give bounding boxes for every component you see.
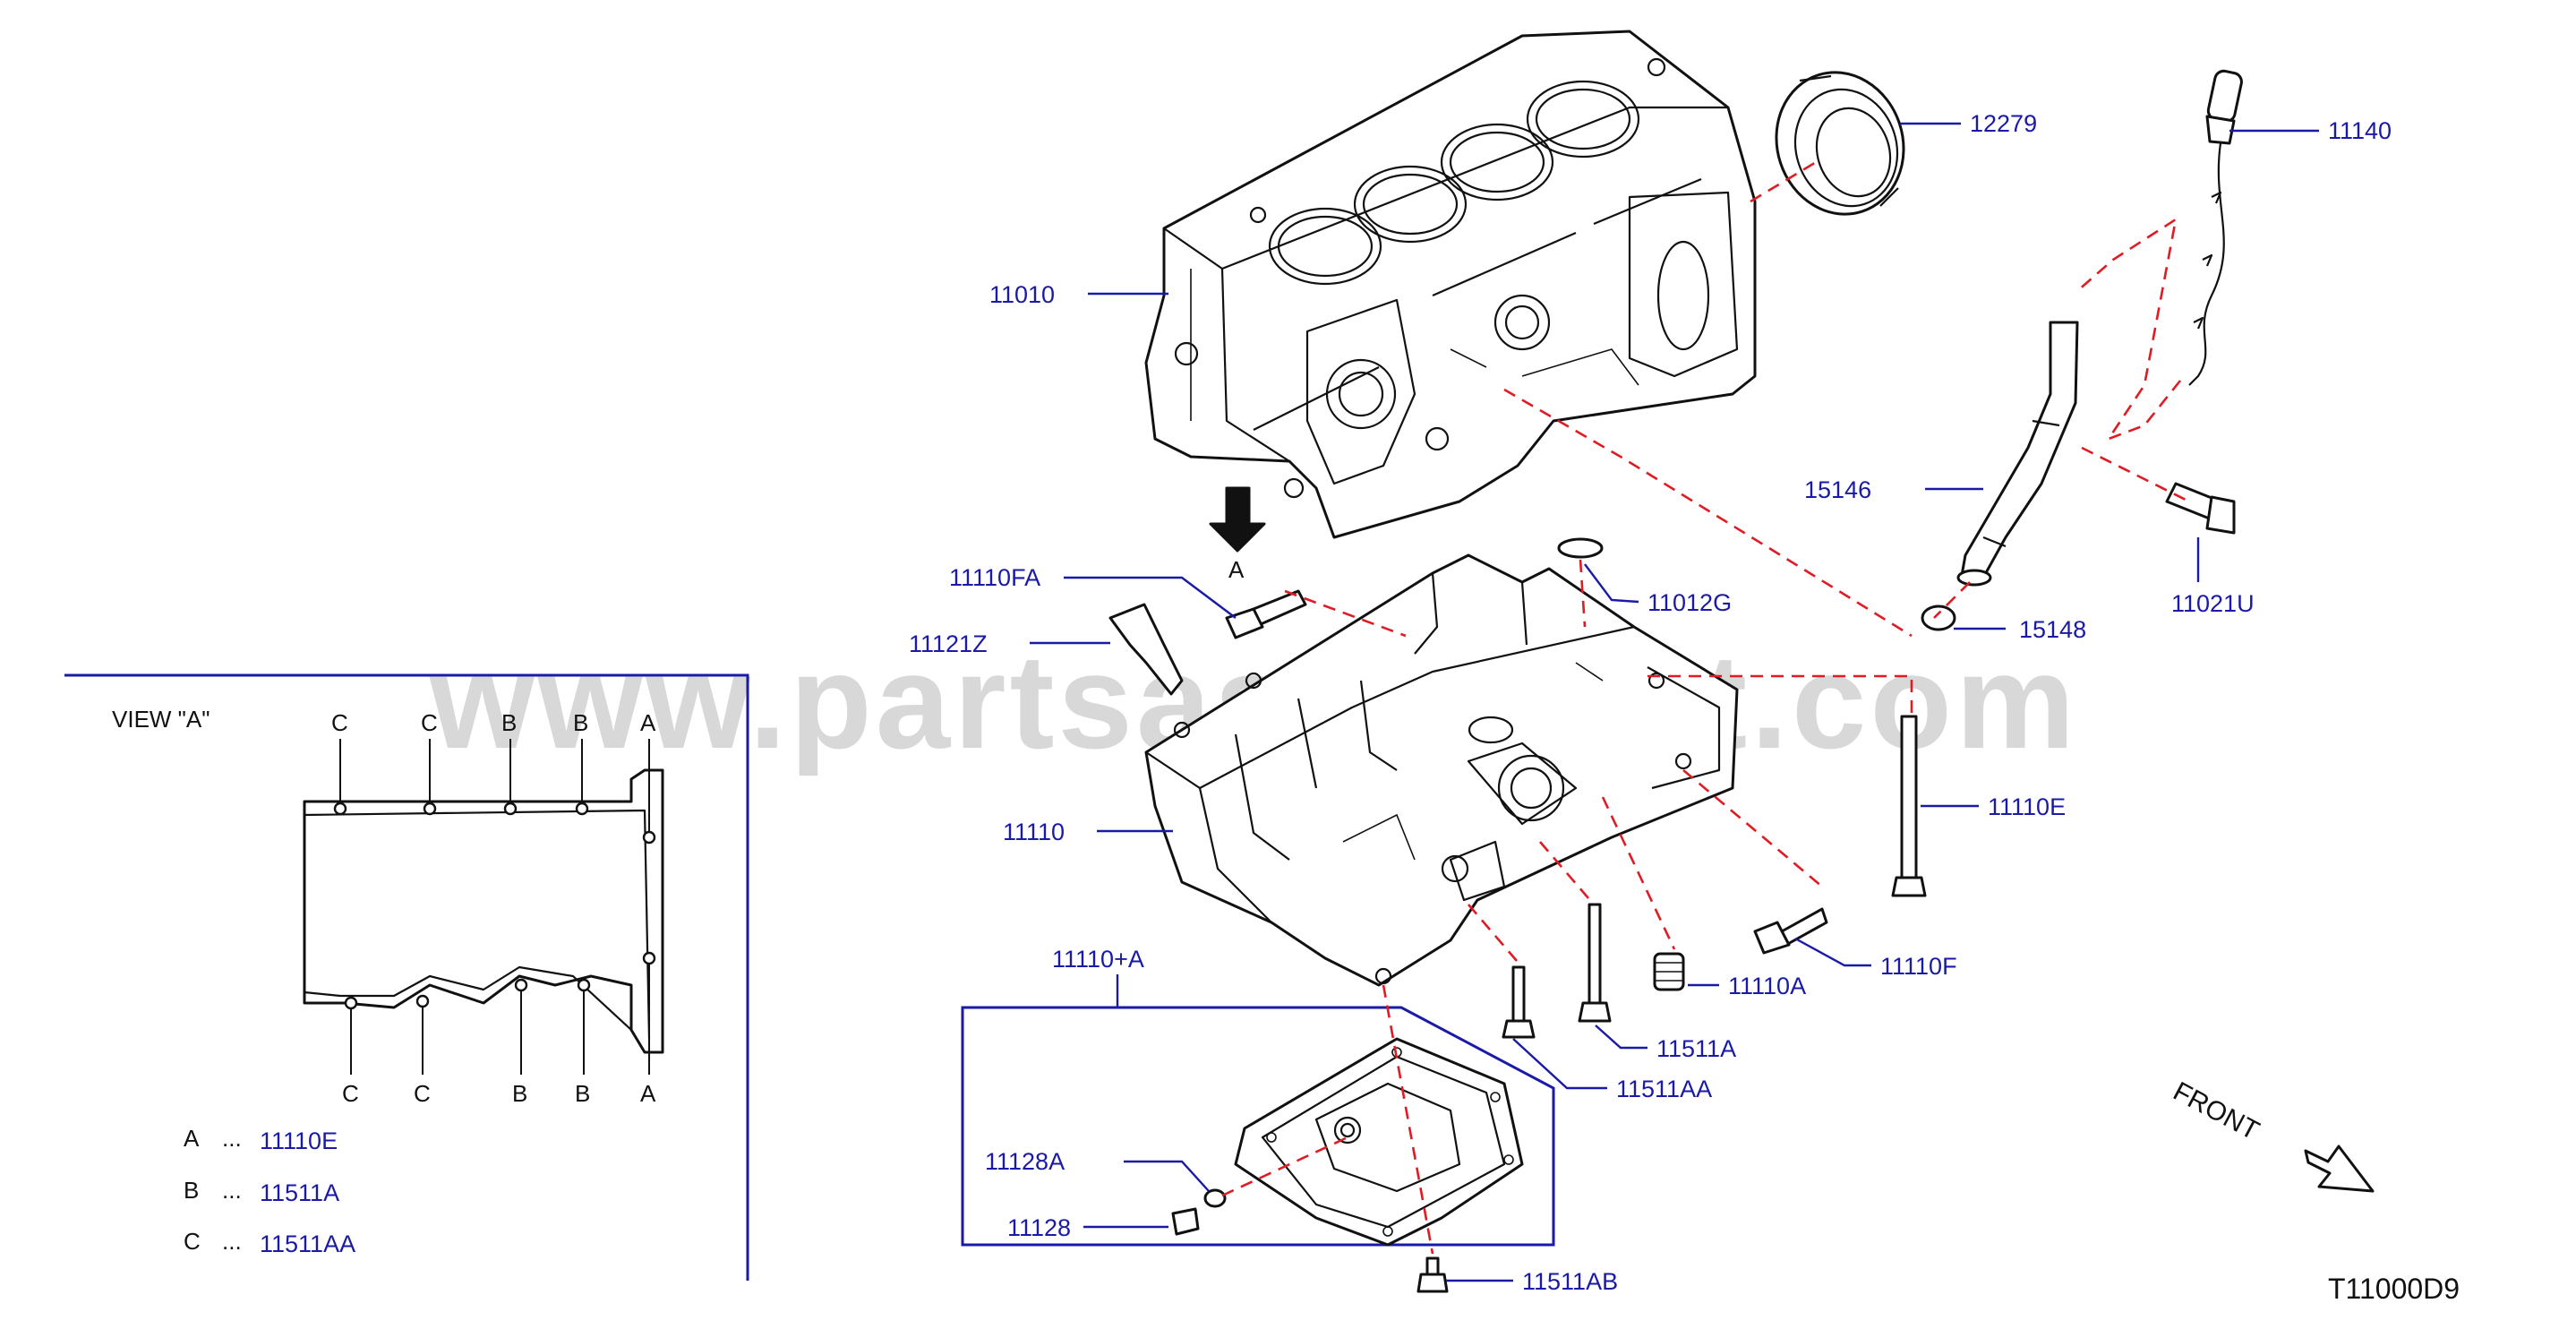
legend-key-b: B: [184, 1177, 199, 1204]
marker-top-2: C: [421, 709, 438, 736]
marker-bottom-1: C: [342, 1080, 359, 1107]
legend-key-c: C: [184, 1228, 201, 1255]
view-arrow-label: A: [1228, 556, 1245, 583]
lower-oil-pan-drawing: [1234, 1037, 1524, 1247]
legend-dots-c: ...: [222, 1228, 242, 1255]
label-11128[interactable]: 11128: [1007, 1214, 1071, 1241]
marker-bottom-4: B: [575, 1080, 590, 1107]
marker-bottom-3: B: [512, 1080, 527, 1107]
legend-code-c[interactable]: 11511AA: [260, 1230, 355, 1257]
label-11110a[interactable]: 11110A: [1728, 973, 1806, 999]
washer-11128a-drawing: [1203, 1188, 1227, 1208]
label-11010[interactable]: 11010: [989, 281, 1055, 308]
cylinder-block-drawing: [1144, 30, 1757, 539]
bolt-11110fa-drawing: [1225, 589, 1307, 639]
view-a-panel: VIEW "A" C C B B A C C B B: [64, 673, 749, 1281]
label-12279[interactable]: 12279: [1970, 110, 2037, 137]
dipstick-drawing: [2188, 69, 2243, 386]
legend: A ... 11110E B ... 11511A C ... 11511AA: [184, 1125, 355, 1257]
legend-code-b[interactable]: 11511A: [260, 1179, 339, 1206]
marker-top-1: C: [331, 709, 348, 736]
label-11110-a-assembly[interactable]: 11110+A: [1052, 946, 1144, 973]
label-11110fa[interactable]: 11110FA: [949, 564, 1040, 591]
marker-top-4: B: [573, 709, 588, 736]
label-11110f[interactable]: 11110F: [1880, 953, 1957, 980]
marker-bottom-2: C: [414, 1080, 431, 1107]
bolt-11511aa-drawing: [1502, 965, 1536, 1039]
label-11012g[interactable]: 11012G: [1647, 589, 1732, 616]
bolt-11511ab-drawing: [1416, 1256, 1449, 1293]
bolt-11511a-drawing: [1578, 903, 1612, 1023]
label-11511a[interactable]: 11511A: [1656, 1035, 1736, 1062]
label-11140[interactable]: 11140: [2328, 117, 2392, 144]
marker-bottom-5: A: [640, 1080, 656, 1107]
legend-dots-b: ...: [222, 1177, 242, 1204]
legend-dots-a: ...: [222, 1125, 242, 1152]
o-ring-11012g-drawing: [1557, 537, 1604, 559]
front-arrow-icon: [2304, 1145, 2375, 1193]
label-11511aa[interactable]: 11511AA: [1616, 1076, 1712, 1102]
dipstick-tube-drawing: [1956, 321, 2079, 587]
diagram-code: T11000D9: [2328, 1273, 2460, 1305]
long-bolt-11110e-drawing: [1891, 715, 1927, 897]
marker-top-5: A: [640, 709, 656, 736]
legend-code-a[interactable]: 11110E: [260, 1128, 338, 1154]
view-panel-title: VIEW "A": [112, 706, 210, 733]
dashed-guides: [1221, 159, 2190, 1255]
front-label: FRONT: [2169, 1076, 2264, 1146]
view-a-arrow: [1209, 486, 1266, 553]
label-15146[interactable]: 15146: [1804, 476, 1871, 503]
drain-plug-11128-drawing: [1171, 1207, 1200, 1236]
marker-top-3: B: [501, 709, 517, 736]
label-11511ab[interactable]: 11511AB: [1522, 1268, 1618, 1295]
legend-key-a: A: [184, 1125, 200, 1152]
label-15148[interactable]: 15148: [2019, 616, 2086, 643]
oil-seal-drawing: [1775, 71, 1905, 216]
bolt-11021u-drawing: [2165, 482, 2236, 535]
dowel-11110a-drawing: [1653, 952, 1685, 991]
leader-lines: [1030, 122, 2319, 1282]
plug-11121z-drawing: [1108, 603, 1184, 696]
o-ring-15148-drawing: [1921, 604, 1956, 631]
part-labels: 12279 11140 11010 15146 11021U 11110FA 1…: [909, 110, 2392, 1295]
label-11110[interactable]: 11110: [1003, 819, 1065, 845]
label-11110e[interactable]: 11110E: [1988, 793, 2066, 820]
label-11021u[interactable]: 11021U: [2171, 590, 2255, 617]
bolt-11110f-drawing: [1753, 907, 1828, 955]
view-panel-border: [64, 673, 749, 1281]
upper-oil-pan-drawing: [1144, 553, 1739, 987]
front-indicator: FRONT: [2169, 1076, 2375, 1193]
assembly-box-11110-a: [961, 1006, 1555, 1247]
label-11121z[interactable]: 11121Z: [909, 630, 988, 657]
label-11128a[interactable]: 11128A: [985, 1148, 1065, 1175]
